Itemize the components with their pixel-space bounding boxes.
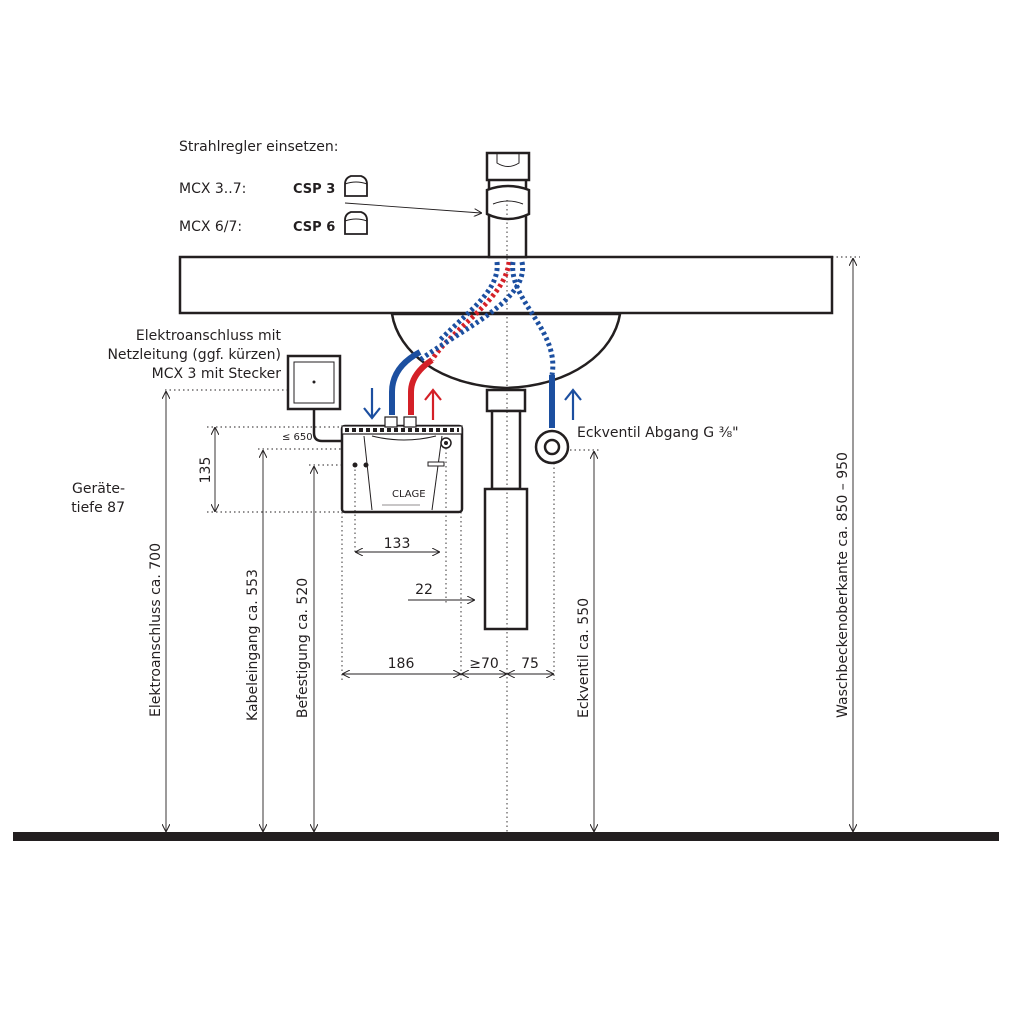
dim-cable-max: ≤ 650 (282, 432, 313, 443)
angle-valve (534, 429, 570, 465)
dimension-lines (166, 259, 853, 831)
aerator-model-2: MCX 6/7: (179, 219, 242, 235)
dim-offset: 22 (415, 582, 433, 598)
arrow-valve-up (564, 388, 582, 420)
vlabel-cable-entry: Kabeleingang ca. 553 (245, 569, 261, 721)
countertop (178, 255, 834, 315)
arrow-hot-up (424, 388, 442, 420)
aerator-part-2: CSP 6 (293, 220, 335, 235)
arrow-cold-down (363, 388, 381, 420)
reference-lines (165, 256, 860, 680)
water-heater: CLAGE (340, 416, 464, 514)
electrical-label-1: Elektroanschluss mit (136, 328, 282, 344)
hose-dotted-outlet (510, 261, 556, 376)
hose-hot-out (408, 357, 434, 415)
aerator-icon-csp3 (344, 175, 368, 197)
vlabel-mounting: Befestigung ca. 520 (295, 578, 311, 718)
device-depth-1: Geräte- (72, 481, 125, 497)
vlabel-valve: Eckventil ca. 550 (576, 598, 592, 718)
hose-cold-in (389, 349, 422, 415)
hose-dotted-cold (438, 261, 500, 342)
dim-spacing: 75 (521, 656, 539, 672)
electrical-label-3: MCX 3 mit Stecker (152, 366, 282, 382)
vlabel-basin-top: Waschbeckenoberkante ca. 850 – 950 (835, 452, 851, 718)
dim-height: 135 (198, 457, 214, 484)
aerator-icon-csp6 (344, 211, 368, 235)
floor-line (13, 832, 999, 841)
basin-bowl (390, 312, 622, 390)
drain-pipe (483, 388, 529, 631)
aerator-part-1: CSP 3 (293, 182, 335, 197)
vlabel-electrical: Elektroanschluss ca. 700 (148, 543, 164, 717)
electrical-label-2: Netzleitung (ggf. kürzen) (107, 347, 281, 363)
faucet (485, 151, 531, 259)
power-cable (312, 410, 342, 443)
aerator-model-1: MCX 3..7: (179, 181, 246, 197)
device-depth-2: tiefe 87 (71, 500, 125, 516)
heater-brand: CLAGE (392, 489, 426, 500)
hose-dotted-mix (418, 261, 526, 363)
aerator-title: Strahlregler einsetzen: (179, 139, 338, 155)
dim-gap: ≥70 (469, 656, 499, 672)
dim-width-total: 186 (388, 656, 415, 672)
valve-label: Eckventil Abgang G ⅜" (577, 425, 739, 441)
electrical-box (286, 354, 342, 411)
dim-width-inner: 133 (384, 536, 411, 552)
aerator-pointer (344, 202, 481, 213)
hose-dotted-hot (429, 261, 512, 362)
